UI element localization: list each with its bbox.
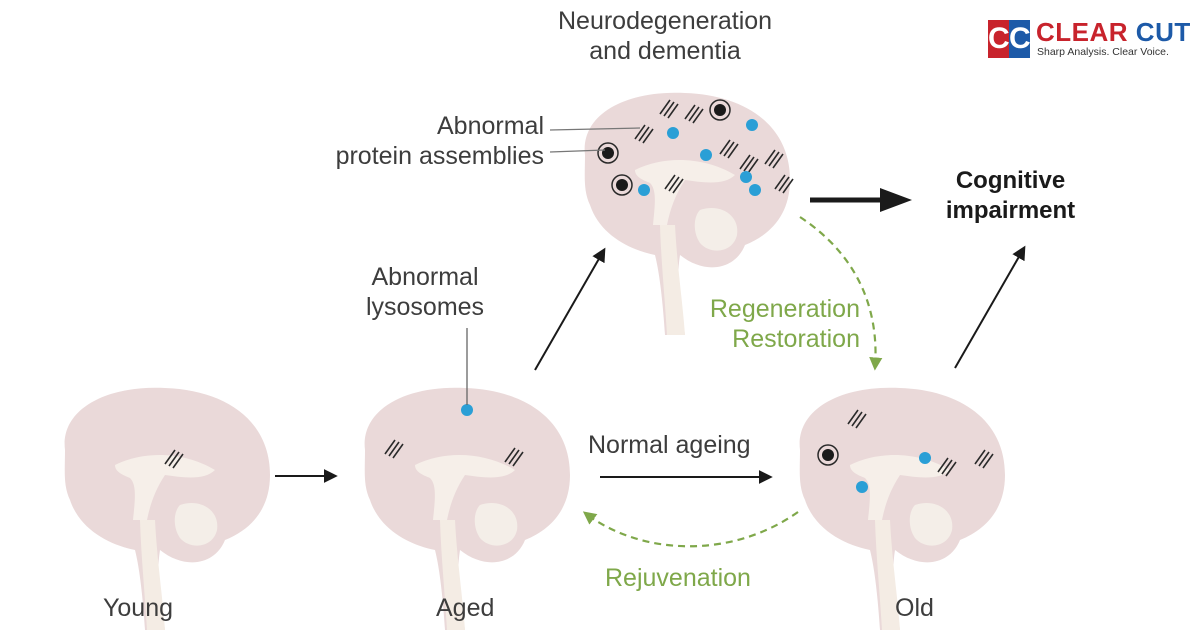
lysosome-dot-icon (461, 404, 473, 416)
lysosome-dot-icon (746, 119, 758, 131)
old-to-impairment-arrow (954, 245, 1026, 369)
old-label: Old (895, 594, 934, 622)
rejuvenation-arrow (582, 511, 799, 548)
aged-label: Aged (436, 594, 495, 622)
protein-leader-line (549, 149, 606, 153)
lysosome-dot-icon (700, 149, 712, 161)
logo-mark-icon: C C (988, 20, 1031, 58)
neuro-to-impairment-arrow (810, 188, 912, 212)
logo-word-clear: CLEAR (1036, 17, 1129, 47)
lysosome-dot-icon (856, 481, 868, 493)
lysosome-dot-icon (740, 171, 752, 183)
young-label: Young (103, 594, 173, 622)
lysosome-dot-icon (667, 127, 679, 139)
logo-mark-left: C (988, 20, 1010, 58)
lysosome-dot-icon (749, 184, 761, 196)
aged-brain (364, 387, 570, 630)
neurodegenerated-brain (584, 92, 794, 335)
regeneration-label: Regeneration Restoration (680, 294, 860, 354)
lysosome-line1: Abnormal (371, 263, 479, 291)
neuro-line2: and dementia (589, 37, 741, 65)
logo-mark-right: C (1009, 20, 1031, 58)
neuro-line1: Neurodegeneration (558, 7, 773, 35)
cognitive-line1: Cognitive (955, 167, 1066, 194)
logo-title: CLEAR CUT (1036, 18, 1191, 46)
protein-assemblies-label: Abnormal protein assemblies (292, 111, 544, 171)
lysosome-dot-icon (919, 452, 931, 464)
logo-word-cut: CUT (1135, 17, 1191, 47)
lysosome-line2: lysosomes (365, 293, 485, 321)
logo-tagline: Sharp Analysis. Clear Voice. (1037, 46, 1169, 58)
old-brain (799, 387, 1005, 630)
rejuvenation-label: Rejuvenation (605, 564, 751, 592)
regeneration-text: Regeneration (709, 295, 860, 323)
clear-cut-logo: C C CLEAR CUT Sharp Analysis. Clear Voic… (988, 18, 1190, 62)
normal-ageing-label: Normal ageing (588, 431, 751, 459)
restoration-text: Restoration (732, 325, 860, 353)
cognitive-line2: impairment (945, 197, 1076, 224)
lysosome-dot-icon (638, 184, 650, 196)
regeneration-arrow (799, 216, 883, 371)
lysosomes-label: Abnormal lysosomes (352, 262, 498, 322)
aged-to-neuro-arrow (534, 247, 606, 371)
protein-line1: Abnormal (437, 112, 544, 140)
protein-leader-line (549, 127, 641, 131)
neurodegeneration-label: Neurodegeneration and dementia (558, 6, 772, 66)
protein-line2: protein assemblies (335, 142, 544, 170)
cognitive-impairment-label: Cognitive impairment (928, 166, 1093, 226)
